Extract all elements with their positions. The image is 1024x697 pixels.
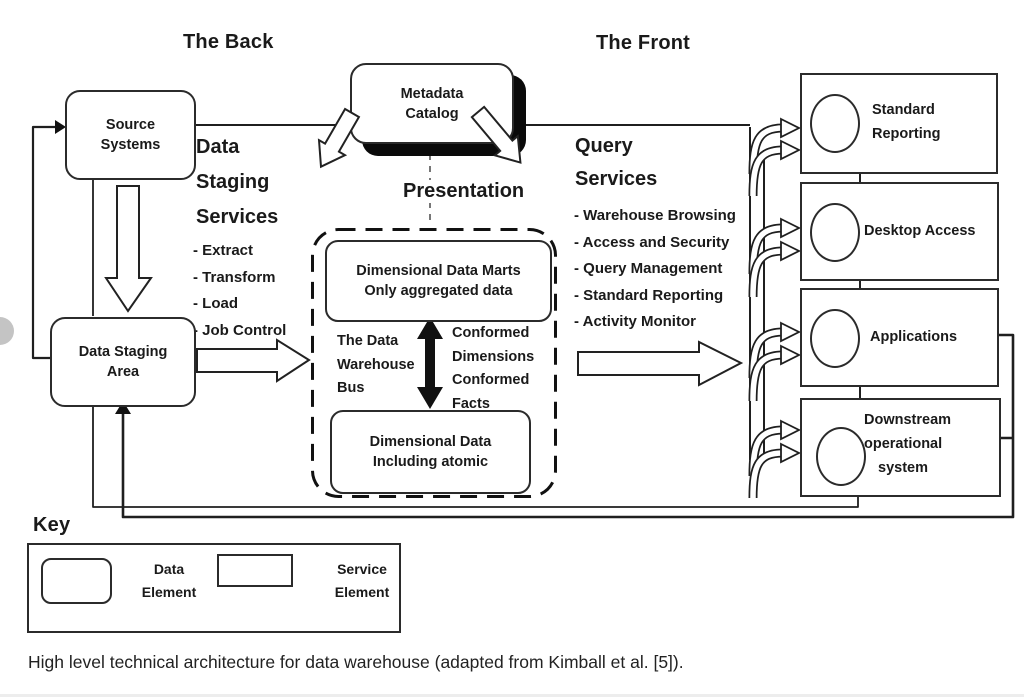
list-item: - Warehouse Browsing [574, 207, 736, 224]
list-item: - Transform [193, 268, 276, 286]
data-marts-label: Dimensional Data Marts Only aggregated d… [356, 263, 521, 299]
query-rail-bottom [749, 459, 765, 465]
list-item: - Job Control [193, 321, 287, 339]
data-marts-box: Dimensional Data Marts Only aggregated d… [325, 240, 552, 322]
data-staging-area-label: Data Staging Area [78, 344, 168, 380]
hook-arrow [748, 117, 802, 175]
source-systems-label: Source Systems [100, 117, 161, 153]
section-title-the-back: The Back [183, 31, 274, 53]
query-services-list: - Warehouse Browsing - Access and Securi… [574, 203, 736, 336]
hook-arrow [748, 240, 802, 298]
key-title: Key [33, 514, 71, 536]
list-item: - Load [193, 295, 238, 312]
list-item: - Extract [193, 242, 254, 259]
hook-arrow [748, 321, 802, 379]
metadata-catalog-box: Metadata Catalog [350, 63, 514, 144]
applications-box: Applications [800, 288, 999, 387]
data-store-ellipse-icon [816, 427, 866, 486]
figure-caption: High level technical architecture for da… [28, 652, 684, 672]
standard-reporting-label: Standard Reporting [872, 102, 941, 142]
downstream-label: Downstream operational system [864, 412, 952, 476]
applications-label: Applications [870, 329, 958, 345]
query-services-title: Query Services [575, 135, 658, 190]
downstream-operational-system-box: Downstream operational system [800, 398, 1001, 497]
hook-arrow [748, 217, 802, 275]
block-arrow-presentation-to-front [577, 340, 744, 387]
list-item: - Activity Monitor [574, 313, 696, 330]
data-staging-area-box: Data Staging Area [50, 317, 196, 407]
list-item: - Access and Security [574, 233, 730, 251]
data-store-ellipse-icon [810, 309, 860, 368]
bus-label-right: Conformed Dimensions Conformed Facts [452, 325, 535, 412]
block-arrow-source-to-staging [104, 185, 153, 313]
rail-hook-arrows [748, 117, 802, 499]
block-arrow-staging-to-presentation [196, 338, 311, 383]
edge-scroll-dot [0, 317, 14, 345]
metadata-catalog-label: Metadata Catalog [400, 85, 464, 122]
hook-arrow [748, 344, 802, 402]
list-item: - Query Management [574, 260, 723, 277]
page-bottom-edge [0, 694, 1024, 697]
standard-reporting-box: Standard Reporting [800, 73, 998, 174]
key-service-element-label: Service Element [334, 561, 390, 600]
hook-arrow [748, 139, 802, 197]
data-store-ellipse-icon [810, 94, 860, 153]
desktop-access-label: Desktop Access [864, 223, 976, 239]
hook-arrow [748, 442, 802, 499]
key-legend-box: Data Element Service Element [27, 543, 401, 633]
source-systems-box: Source Systems [65, 90, 196, 180]
dimensional-data-box: Dimensional Data Including atomic [330, 410, 531, 494]
staging-services-title: Data Staging Services [196, 136, 279, 228]
dimensional-data-label: Dimensional Data Including atomic [369, 434, 492, 470]
bus-label-left: The Data Warehouse Bus [337, 333, 415, 396]
key-service-element-symbol [217, 554, 293, 587]
section-title-the-front: The Front [596, 32, 691, 54]
list-item: - Standard Reporting [574, 286, 724, 304]
key-data-element-label: Data Element [141, 561, 197, 600]
presentation-title: Presentation [399, 180, 529, 203]
data-store-ellipse-icon [810, 203, 860, 262]
staging-services-list: - Extract - Transform - Load - Job Contr… [193, 238, 286, 344]
desktop-access-box: Desktop Access [800, 182, 999, 281]
bus-double-arrow [417, 317, 443, 409]
hook-arrow [748, 419, 802, 477]
key-data-element-symbol [41, 558, 112, 604]
